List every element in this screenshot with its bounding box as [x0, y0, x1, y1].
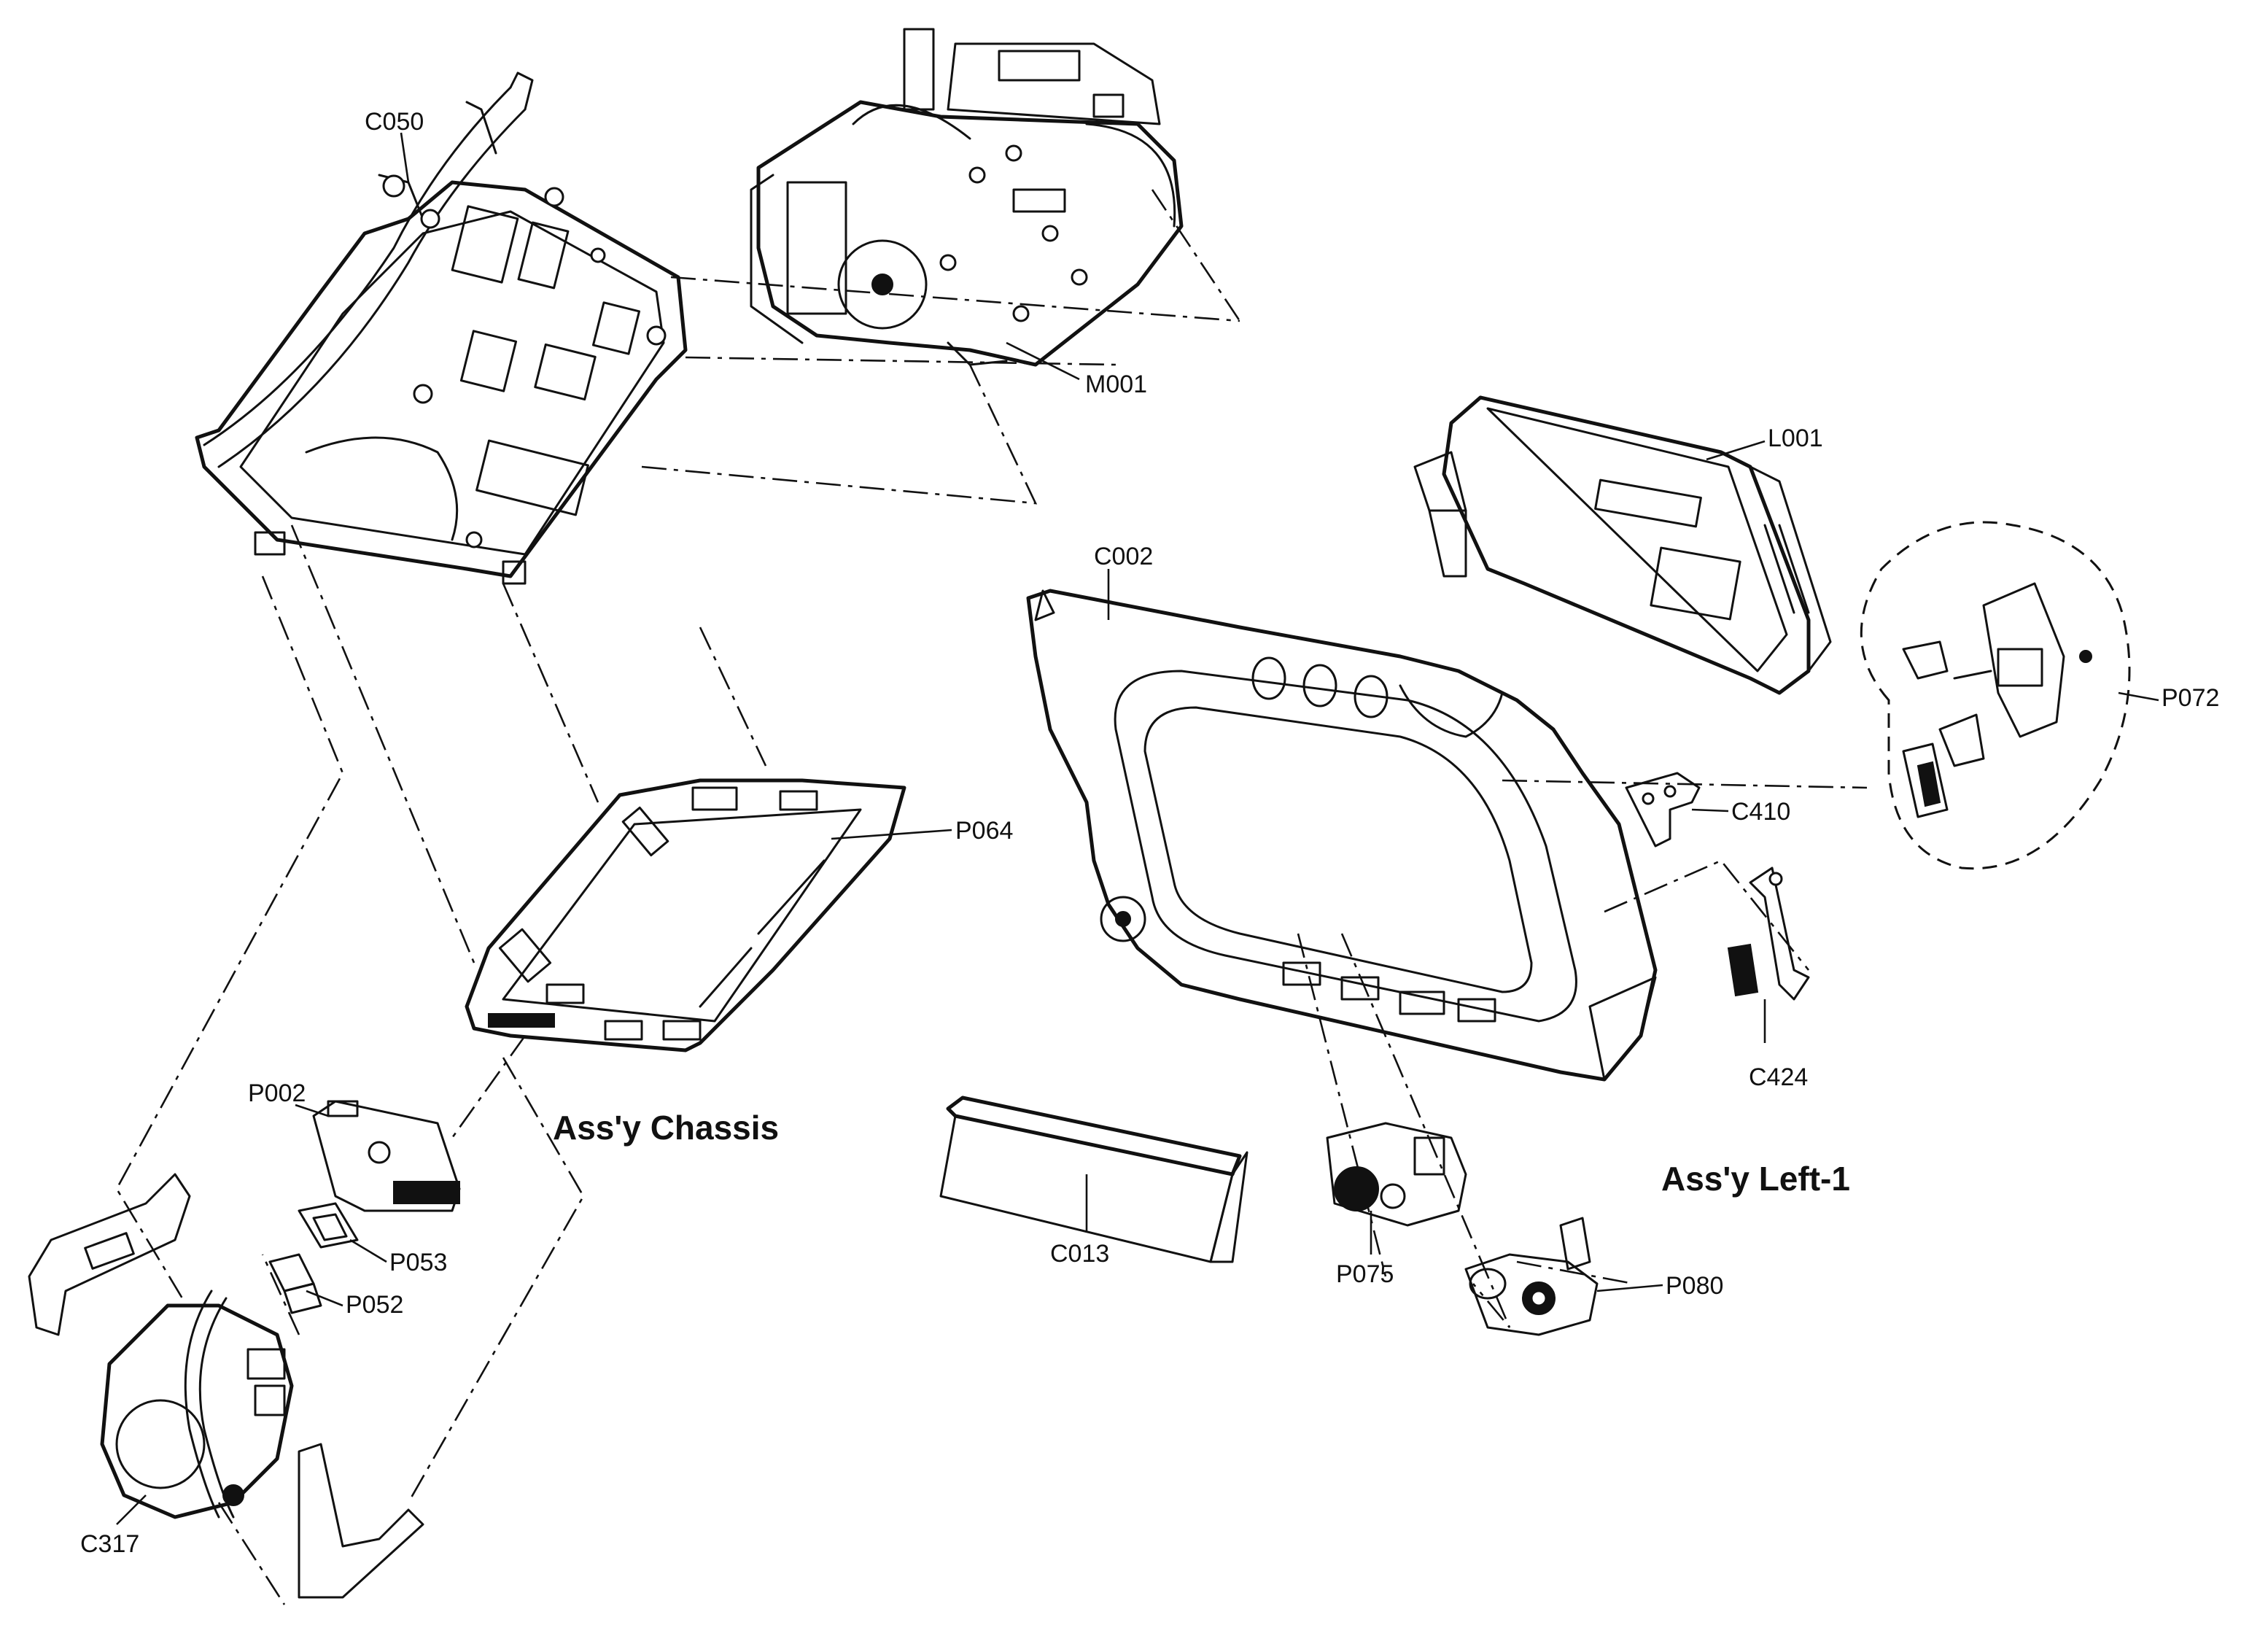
part-m001-mechanism [750, 28, 1184, 367]
title-assy-chassis: Ass'y Chassis [553, 1109, 779, 1147]
part-c050-chassis-frame [195, 71, 688, 585]
part-p002-connector [312, 1100, 461, 1212]
leader-lines [116, 132, 2159, 1525]
assembly-line [670, 276, 1240, 322]
assembly-line [1502, 779, 1868, 789]
assembly-line [451, 1035, 527, 1139]
assembly-line [217, 1502, 286, 1605]
part-p080-jack [1464, 1217, 1599, 1336]
label-p064: P064 [955, 817, 1013, 845]
assembly-line [1516, 1260, 1634, 1285]
part-p052-block [268, 1253, 322, 1314]
assembly-line [685, 356, 1116, 366]
assembly-line [641, 364, 1038, 505]
assembly-line [699, 627, 767, 767]
part-c410-bracket [1625, 772, 1701, 848]
label-l001: L001 [1768, 424, 1823, 452]
assembly-lines [115, 189, 1868, 1605]
assembly-line [261, 1254, 300, 1335]
part-p053-gasket [298, 1202, 359, 1249]
part-c002-left-case [1026, 589, 1658, 1082]
part-c013-cover [939, 1096, 1248, 1263]
assembly-titles: Ass'y Chassis Ass'y Left-1 [553, 1109, 1850, 1198]
label-m001: M001 [1085, 371, 1147, 398]
part-p075-switch [1326, 1122, 1467, 1227]
assembly-line [1340, 933, 1511, 1328]
part-labels: C050 M001 L001 C002 P072 C410 P064 C424 … [80, 108, 2219, 1558]
part-c317-jack-assembly [28, 1173, 424, 1599]
label-p053: P053 [389, 1249, 447, 1276]
assembly-line [1151, 189, 1241, 322]
assembly-line [115, 575, 344, 1299]
part-p064-pcb [465, 778, 906, 1052]
label-p075: P075 [1336, 1260, 1394, 1288]
assembly-line [1604, 859, 1810, 971]
label-p072: P072 [2162, 684, 2219, 712]
label-c410: C410 [1731, 798, 1790, 826]
assembly-line [407, 1057, 585, 1503]
part-l001-lcd-unit [1413, 395, 1832, 695]
title-assy-left: Ass'y Left-1 [1661, 1160, 1850, 1198]
label-c013: C013 [1050, 1240, 1109, 1268]
label-c317: C317 [80, 1530, 139, 1558]
part-p072-switch-group [1860, 521, 2131, 870]
label-c050: C050 [365, 108, 424, 136]
assembly-line [502, 583, 599, 803]
label-c002: C002 [1094, 543, 1153, 570]
label-p002: P002 [248, 1079, 306, 1107]
part-c424-bracket [1727, 866, 1810, 1001]
label-c424: C424 [1749, 1063, 1808, 1091]
assembly-line [290, 524, 475, 963]
label-p080: P080 [1666, 1272, 1723, 1300]
label-p052: P052 [346, 1291, 403, 1319]
